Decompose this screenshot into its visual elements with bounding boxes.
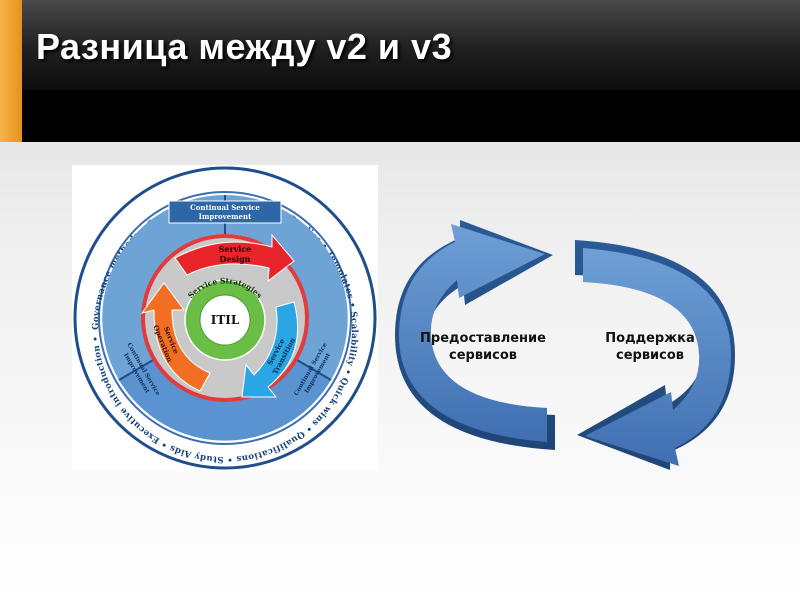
csi-top-line2: Improvement [199, 212, 252, 221]
cycle-arrow-left [398, 224, 547, 442]
accent-stripe [0, 0, 22, 142]
itil-diagram-svg: Governance methods • Standards alignment… [72, 165, 377, 470]
service-support-line2: сервисов [615, 348, 685, 363]
service-support-label: Поддержка сервисов [580, 330, 720, 364]
service-design-line2: Design [220, 254, 251, 264]
service-support-line1: Поддержка [605, 331, 695, 346]
itil-core [199, 294, 251, 346]
service-cycle-diagram: Предоставление сервисов Поддержка сервис… [385, 210, 745, 480]
itil-center-label: ITIL [211, 313, 240, 327]
csi-segment-right [225, 195, 348, 380]
service-design-line1: Service [219, 244, 252, 254]
csi-segment-left [102, 195, 225, 380]
service-cycle-svg [395, 220, 735, 470]
csi-top-line1: Continual Service [190, 203, 260, 212]
cycle-arrow-right [583, 248, 732, 466]
service-transition-arrow [241, 301, 299, 398]
slide-title: Разница между v2 и v3 [36, 26, 453, 67]
service-delivery-line2: сервисов [448, 348, 518, 363]
title-bar-gradient [0, 0, 800, 90]
service-delivery-line1: Предоставление [420, 331, 546, 346]
service-operation-arrow [140, 282, 211, 392]
itil-lifecycle-diagram: Governance methods • Standards alignment… [72, 165, 378, 471]
csi-top-box [168, 200, 282, 224]
service-delivery-label: Предоставление сервисов [403, 330, 563, 364]
service-design-arrow [174, 233, 295, 283]
csi-segment-bottom [119, 360, 331, 441]
title-bar: Разница между v2 и v3 [0, 0, 800, 142]
